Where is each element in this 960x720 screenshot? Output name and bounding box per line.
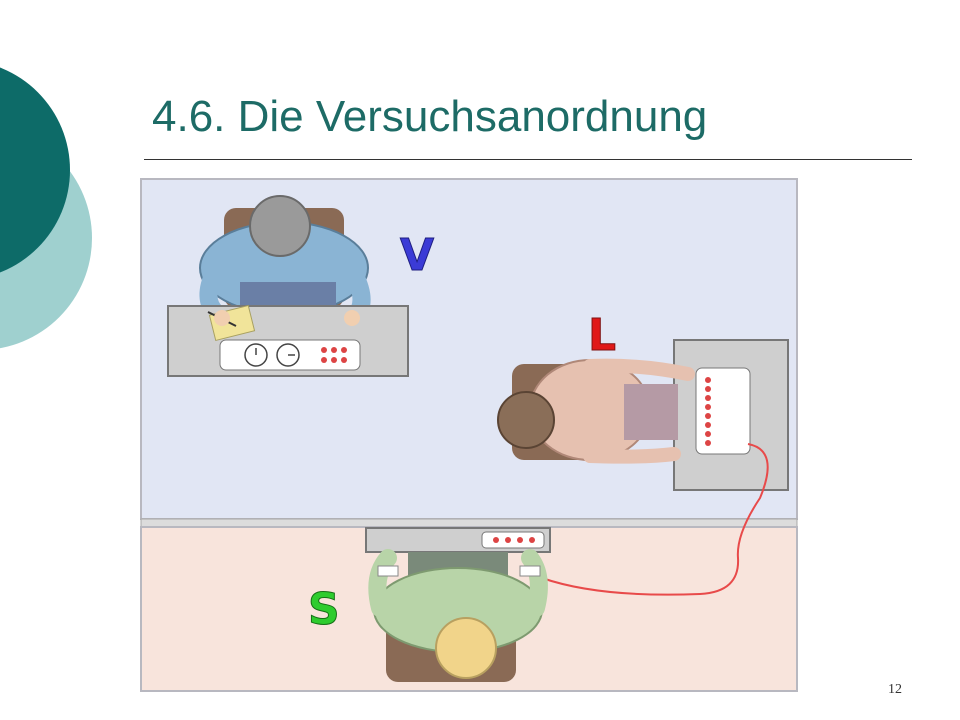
button-dot [331, 357, 337, 363]
generator-dot [705, 413, 711, 419]
electrode-dot [505, 537, 511, 543]
teacher-head [249, 195, 311, 257]
subject-arm-right [521, 549, 548, 617]
generator-dot [705, 395, 711, 401]
teacher-hand-right [344, 310, 360, 326]
electrode-dot [529, 537, 535, 543]
button-dot [321, 357, 327, 363]
page-number: 12 [888, 682, 902, 697]
electric-wire [541, 443, 769, 596]
subject-arm-left [368, 549, 397, 617]
generator-dot [705, 386, 711, 392]
learner-figure [497, 358, 695, 464]
subject-label: S [308, 584, 340, 635]
button-dot [341, 357, 347, 363]
wrist-strap-left [377, 565, 399, 577]
generator-dot [705, 431, 711, 437]
decorative-circles [0, 67, 92, 349]
learner-arm-top [583, 358, 695, 381]
learner-label: L [588, 310, 616, 361]
teacher-label: V [400, 230, 434, 281]
button-dot [341, 347, 347, 353]
learner-desk [673, 339, 789, 491]
electrode-panel [481, 531, 545, 549]
learner-arm-bottom [583, 447, 681, 464]
subject-figure [368, 549, 548, 682]
generator-dot [705, 404, 711, 410]
electrode-dot [493, 537, 499, 543]
dark-circle [0, 67, 70, 273]
button-dot [331, 347, 337, 353]
learner-head [497, 391, 555, 449]
learner-legs [624, 384, 678, 440]
teacher-desk [167, 304, 409, 377]
slide-title: 4.6. Die Versuchsanordnung [152, 92, 708, 141]
wrist-strap-right [519, 565, 541, 577]
room-wall [140, 518, 798, 528]
generator-dot [705, 377, 711, 383]
subject-head [435, 617, 497, 679]
shock-generator [695, 367, 751, 455]
generator-dot [705, 422, 711, 428]
teacher-hand-left [214, 310, 230, 326]
experiment-diagram: V L S [140, 178, 798, 692]
generator-dot [705, 440, 711, 446]
subject-desk [365, 527, 551, 553]
button-dot [321, 347, 327, 353]
title-divider [144, 159, 912, 160]
electrode-dot [517, 537, 523, 543]
